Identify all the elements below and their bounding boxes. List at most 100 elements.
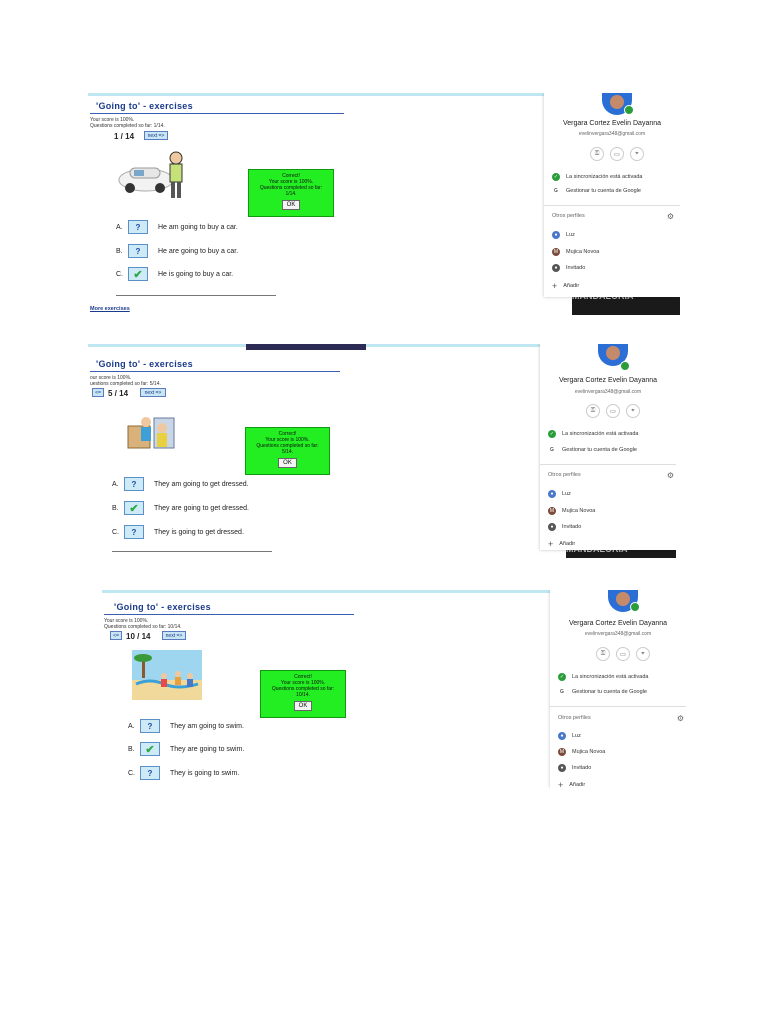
divider (540, 464, 676, 465)
plus-icon: + (548, 539, 554, 549)
profile-item-mujica[interactable]: M Mujica Novoa (548, 507, 595, 515)
answer-option-c[interactable]: C. ✔ He is going to buy a car. (116, 266, 233, 282)
option-letter: A. (128, 722, 135, 730)
location-icon[interactable]: ⌖ (630, 147, 644, 161)
option-text: He is going to buy a car. (158, 270, 234, 278)
screenshot-1: 'Going to' - exercises Your score is 100… (88, 93, 680, 315)
profile-panel: Vergara Cortez Evelin Dayanna evelinverg… (550, 590, 686, 788)
answer-option-c[interactable]: C. ? They is going to swim. (128, 765, 239, 781)
score-text: our score is 100%. (90, 375, 132, 381)
option-letter: A. (116, 223, 123, 231)
profile-panel: Vergara Cortez Evelin Dayanna evelinverg… (544, 93, 680, 297)
gear-icon[interactable]: ⚙ (666, 212, 674, 221)
avatar-m-icon: M (552, 248, 560, 256)
popup-progress-text: 1/14. (285, 191, 297, 197)
profile-name: Vergara Cortez Evelin Dayanna (562, 120, 662, 127)
gear-icon[interactable]: ⚙ (666, 471, 674, 480)
card-icon[interactable]: ▭ (606, 404, 620, 418)
profile-item-luz[interactable]: ● Luz (558, 732, 581, 740)
profile-label: Luz (566, 232, 575, 238)
prev-button[interactable]: <= (92, 388, 104, 397)
gear-icon[interactable]: ⚙ (676, 714, 684, 723)
answer-box[interactable]: ? (128, 220, 148, 234)
answer-option-b[interactable]: B. ✔ They are going to get dressed. (112, 500, 249, 516)
profile-item-guest[interactable]: ● Invitado (552, 264, 585, 272)
add-profile-button[interactable]: + Añadir (552, 281, 579, 291)
profile-panel: Vergara Cortez Evelin Dayanna evelinverg… (540, 344, 676, 550)
key-icon[interactable]: ⚿ (586, 404, 600, 418)
answer-box[interactable]: ? (124, 477, 144, 491)
question-counter: 1 / 14 (114, 132, 135, 141)
profile-item-luz[interactable]: ● Luz (548, 490, 571, 498)
card-icon[interactable]: ▭ (616, 647, 630, 661)
next-button[interactable]: next => (140, 388, 166, 397)
questions-completed-text: Questions completed so far: 10/14. (104, 624, 182, 630)
manage-account-link[interactable]: G Gestionar tu cuenta de Google (548, 446, 637, 454)
option-text: He am going to buy a car. (158, 223, 238, 231)
ok-button[interactable]: OK (278, 458, 297, 468)
answer-option-a[interactable]: A. ? They am going to swim. (128, 718, 244, 734)
sync-status[interactable]: ✓ La sincronización está activada (552, 173, 642, 181)
answer-box[interactable]: ? (128, 244, 148, 258)
profile-name: Vergara Cortez Evelin Dayanna (558, 377, 658, 384)
add-text: Añadir (563, 283, 580, 289)
option-text: They are going to swim. (170, 745, 245, 753)
answer-option-a[interactable]: A. ? He am going to buy a car. (116, 219, 238, 235)
card-icon[interactable]: ▭ (610, 147, 624, 161)
add-profile-button[interactable]: + Añadir (548, 539, 575, 549)
answer-option-b[interactable]: B. ✔ They are going to swim. (128, 741, 244, 757)
sync-text: La sincronización está activada (562, 431, 639, 437)
popup-correct-text: Correct! (278, 431, 297, 437)
profile-icon-row: ⚿ ▭ ⌖ (586, 404, 640, 418)
more-exercises-link[interactable]: More exercises (90, 306, 130, 312)
location-icon[interactable]: ⌖ (636, 647, 650, 661)
popup-score-text: Your score is 100%. (280, 680, 326, 686)
divider-line (116, 295, 276, 296)
add-profile-button[interactable]: + Añadir (558, 780, 585, 788)
next-button[interactable]: next => (162, 631, 186, 640)
question-counter: 10 / 14 (126, 632, 151, 641)
check-icon[interactable]: ✔ (128, 267, 148, 281)
check-icon[interactable]: ✔ (140, 742, 160, 756)
profile-item-guest[interactable]: ● Invitado (548, 523, 581, 531)
answer-box[interactable]: ? (140, 719, 160, 733)
plus-icon: + (558, 780, 564, 788)
swimming-illustration (132, 650, 202, 700)
popup-progress-text: 5/14. (281, 449, 294, 455)
avatar-m-icon: M (558, 748, 566, 756)
manage-account-link[interactable]: G Gestionar tu cuenta de Google (552, 187, 641, 195)
manage-account-text: Gestionar tu cuenta de Google (572, 689, 647, 695)
score-text: Your score is 100%. (104, 618, 149, 624)
plus-icon: + (552, 281, 558, 291)
sync-status[interactable]: ✓ La sincronización está activada (558, 673, 648, 681)
other-profiles-text: Otros perfiles (548, 472, 581, 478)
location-icon[interactable]: ⌖ (626, 404, 640, 418)
ok-button[interactable]: OK (293, 701, 313, 711)
profile-item-luz[interactable]: ● Luz (552, 231, 575, 239)
manage-account-link[interactable]: G Gestionar tu cuenta de Google (558, 688, 647, 696)
profile-item-mujica[interactable]: M Mujica Novoa (558, 748, 605, 756)
answer-option-a[interactable]: A. ? They am going to get dressed. (112, 476, 249, 492)
other-profiles-header: Otros perfiles (558, 715, 591, 721)
prev-button[interactable]: <= (110, 631, 122, 640)
answer-box[interactable]: ? (124, 525, 144, 539)
answer-option-b[interactable]: B. ? He are going to buy a car. (116, 243, 238, 259)
answer-option-c[interactable]: C. ? They is going to get dressed. (112, 524, 244, 540)
answer-box[interactable]: ? (140, 766, 160, 780)
profile-item-guest[interactable]: ● Invitado (558, 764, 591, 772)
next-button[interactable]: next => (144, 131, 168, 140)
popup-score-text: Your score is 100%. (265, 437, 310, 443)
questions-completed-text: uestions completed so far: 5/14. (90, 381, 161, 387)
ok-button[interactable]: OK (281, 200, 301, 210)
check-icon[interactable]: ✔ (124, 501, 144, 515)
profile-item-mujica[interactable]: M Mujica Novoa (552, 248, 599, 256)
sync-status[interactable]: ✓ La sincronización está activada (548, 430, 638, 438)
page-title: 'Going to' - exercises (96, 359, 193, 369)
key-icon[interactable]: ⚿ (596, 647, 610, 661)
profile-icon-row: ⚿ ▭ ⌖ (590, 147, 644, 161)
key-icon[interactable]: ⚿ (590, 147, 604, 161)
score-text: Your score is 100%. (90, 117, 135, 123)
sync-icon: ✓ (552, 173, 560, 181)
google-icon: G (554, 188, 558, 194)
page-title: 'Going to' - exercises (114, 602, 211, 612)
